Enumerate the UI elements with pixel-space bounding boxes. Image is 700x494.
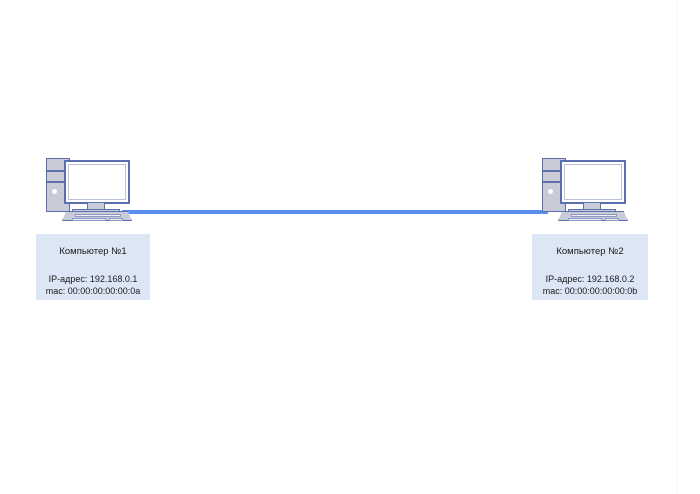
monitor-screen [564, 164, 622, 200]
computer-2-details: IP-адрес: 192.168.0.2 mac: 00:00:00:00:0… [532, 258, 648, 297]
power-led-icon [52, 189, 57, 194]
label-box-computer-2: Компьютер №2 IP-адрес: 192.168.0.2 mac: … [532, 234, 648, 300]
computer-1-title: Компьютер №1 [59, 246, 127, 257]
node-computer-1[interactable] [42, 156, 134, 221]
tower-bay-divider [543, 170, 565, 172]
tower-bay-divider-2 [47, 181, 69, 183]
computer-1-details: IP-адрес: 192.168.0.1 mac: 00:00:00:00:0… [36, 258, 150, 297]
monitor-screen [68, 164, 126, 200]
keyboard-icon [62, 211, 132, 221]
keyboard-row [571, 214, 617, 217]
computer-2-title: Компьютер №2 [556, 246, 624, 257]
tower-bay-divider [47, 170, 69, 172]
monitor-icon [64, 160, 130, 204]
keyboard-row [605, 218, 619, 221]
tower-bay-divider-2 [543, 181, 565, 183]
computer-2-ip: IP-адрес: 192.168.0.2 [545, 274, 635, 284]
monitor-neck [87, 203, 105, 210]
page-edge [676, 0, 677, 494]
desktop-computer-icon [42, 156, 134, 221]
desktop-computer-icon [538, 156, 630, 221]
computer-1-ip: IP-адрес: 192.168.0.1 [48, 274, 138, 284]
keyboard-row [109, 218, 123, 221]
ethernet-link-line[interactable] [122, 210, 548, 214]
keyboard-row [72, 218, 106, 221]
computer-1-mac: mac: 00:00:00:00:00:0a [45, 285, 141, 296]
monitor-icon [560, 160, 626, 204]
keyboard-row [75, 214, 121, 217]
keyboard-row [568, 218, 602, 221]
power-led-icon [548, 189, 553, 194]
node-computer-2[interactable] [538, 156, 630, 221]
monitor-neck [583, 203, 601, 210]
label-box-computer-1: Компьютер №1 IP-адрес: 192.168.0.1 mac: … [36, 234, 150, 300]
keyboard-icon [558, 211, 628, 221]
computer-2-mac: mac: 00:00:00:00:00:0b [542, 285, 638, 296]
